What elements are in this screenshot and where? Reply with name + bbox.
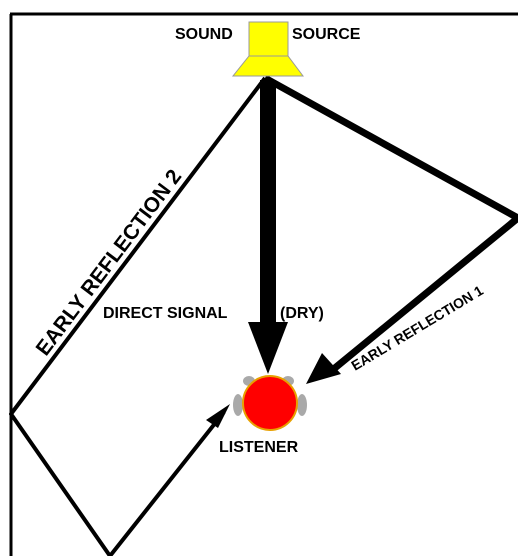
direct-signal-path [248,80,288,374]
label-early-reflection-2: EARLY REFLECTION 2 [32,165,187,360]
early-reflection-2-path [9,76,267,556]
label-sound: SOUND [175,26,233,43]
room-border [9,12,518,556]
early-reflection-2-arrowhead [206,404,230,428]
loudspeaker-icon [231,21,304,77]
label-source: SOURCE [292,26,361,43]
label-dry: (DRY) [280,305,324,322]
label-early-reflection-1: EARLY REFLECTION 1 [348,282,486,374]
label-listener: LISTENER [219,439,299,456]
early-reflection-1-path [263,74,518,384]
early-reflection-1-arrowhead [306,353,341,384]
listener-head-icon [233,375,307,431]
direct-signal-arrowhead [248,322,288,374]
label-direct-signal: DIRECT SIGNAL [103,305,228,322]
